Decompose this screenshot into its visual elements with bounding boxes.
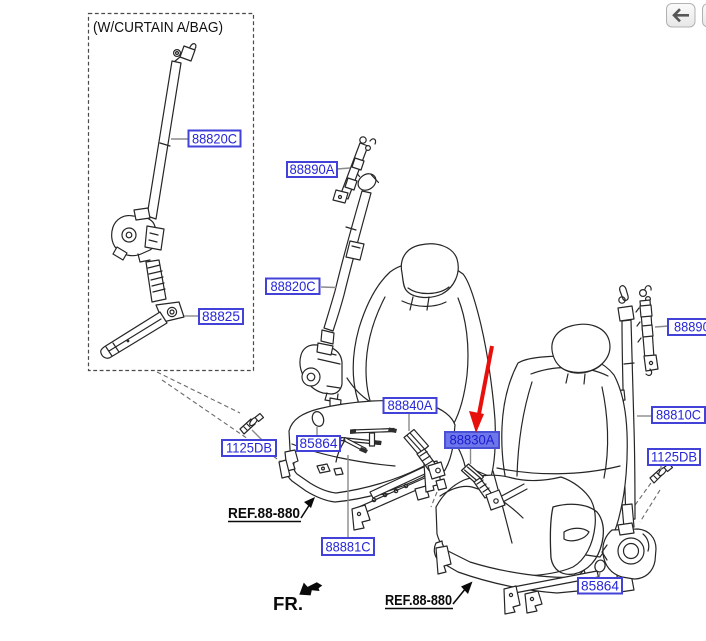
svg-text:88810C: 88810C	[656, 407, 701, 423]
svg-text:88890A: 88890A	[290, 161, 336, 177]
svg-text:(W/CURTAIN A/BAG): (W/CURTAIN A/BAG)	[93, 19, 223, 36]
svg-text:88890C: 88890C	[674, 319, 706, 335]
svg-text:88881C: 88881C	[326, 539, 371, 555]
svg-text:88820C: 88820C	[192, 131, 237, 147]
svg-text:88820C: 88820C	[271, 278, 316, 294]
svg-text:85864: 85864	[581, 578, 619, 594]
svg-text:85864: 85864	[300, 435, 338, 451]
svg-text:88825: 88825	[202, 308, 240, 324]
svg-text:FR.: FR.	[273, 594, 303, 614]
svg-text:REF.88-880: REF.88-880	[228, 506, 300, 522]
svg-text:REF.88-880: REF.88-880	[385, 593, 452, 609]
svg-text:1125DB: 1125DB	[651, 449, 697, 465]
svg-text:88840A: 88840A	[388, 397, 434, 413]
svg-text:1125DB: 1125DB	[226, 440, 272, 456]
svg-text:88830A: 88830A	[450, 432, 496, 448]
